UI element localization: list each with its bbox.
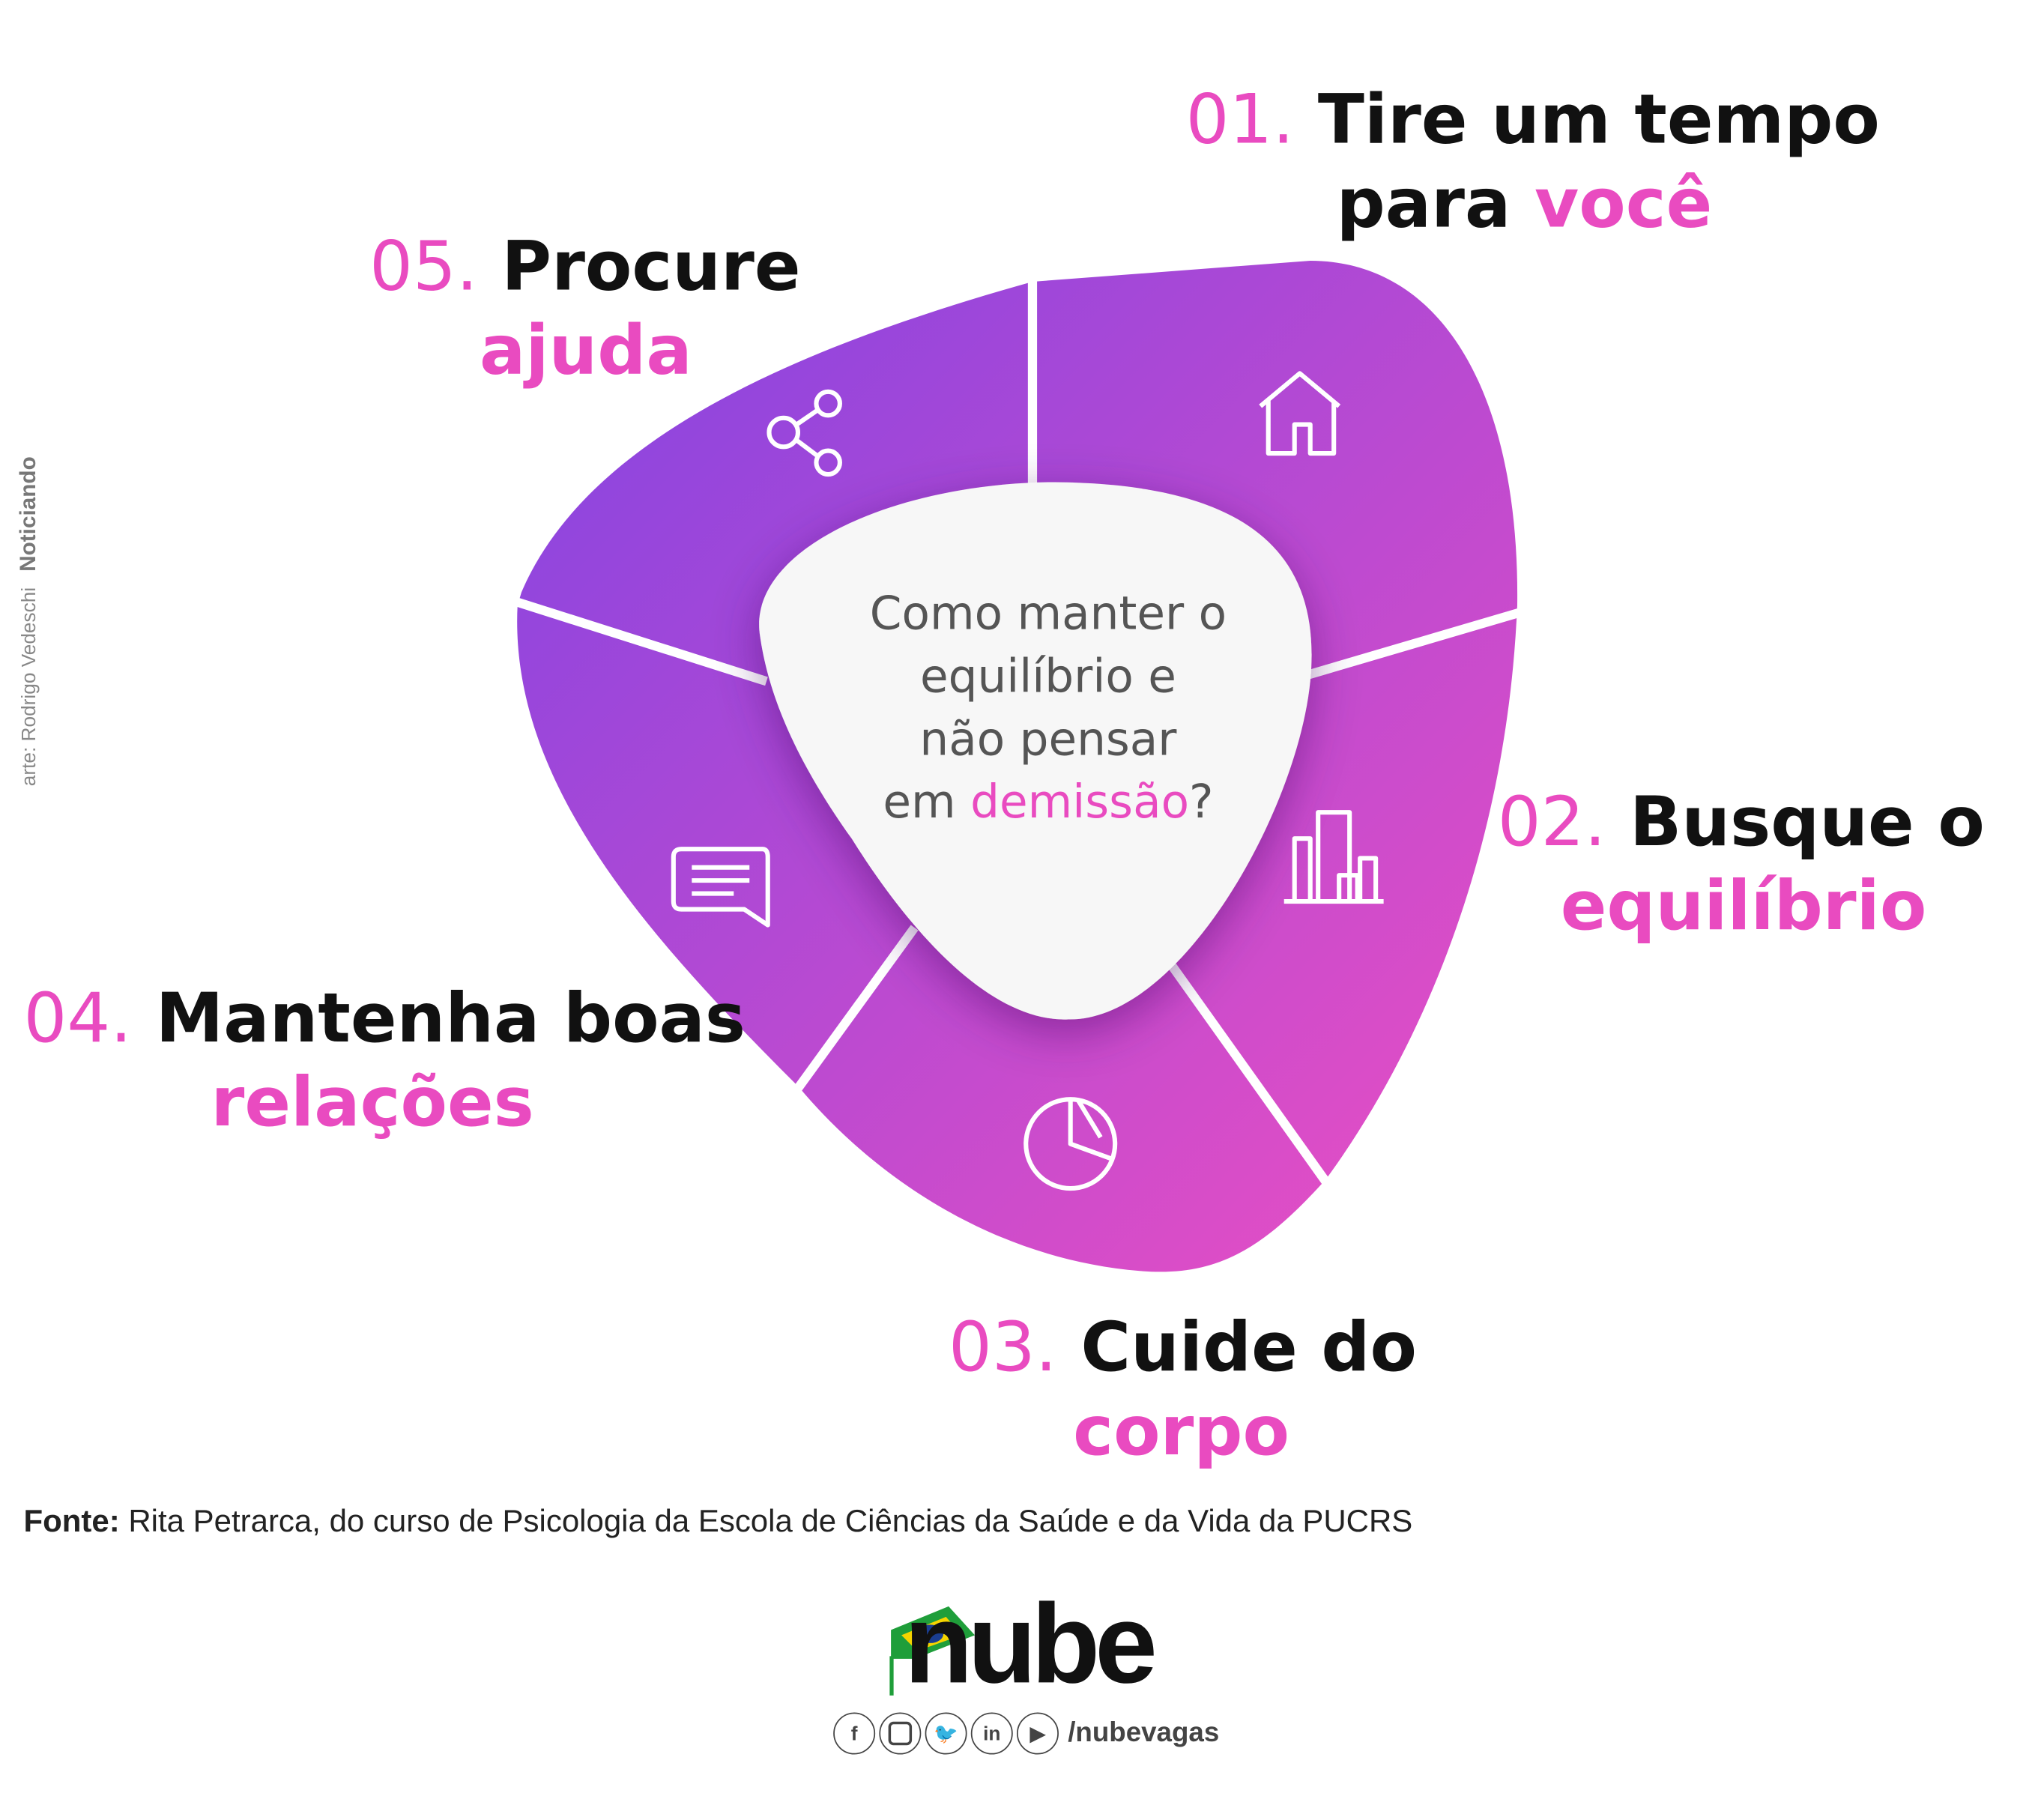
tip-highlight: equilíbrio [1560, 867, 1927, 946]
question-text: em [883, 776, 971, 829]
tip-05: 05. Procure ajuda [369, 226, 800, 393]
nube-logo: nube [904, 1581, 1158, 1708]
tip-highlight: corpo [1073, 1392, 1289, 1472]
tip-number: 01. [1185, 81, 1295, 160]
source-label: Fonte: [23, 1504, 120, 1540]
linkedin-icon[interactable]: in [970, 1712, 1013, 1755]
social-links: f 🐦 in ▶ /nubevagas [833, 1712, 1220, 1755]
tip-01: 01. Tire um tempo para você [1186, 79, 1880, 247]
art-credit: arte: Rodrigo Vedeschi Noticiando [16, 456, 42, 786]
tip-02: 02. Busque o equilíbrio [1498, 781, 1985, 949]
youtube-icon[interactable]: ▶ [1016, 1712, 1059, 1755]
tip-04: 04. Mantenha boas relações [23, 978, 746, 1146]
tip-title: Busque o [1630, 783, 1985, 862]
tip-number: 03. [949, 1308, 1057, 1388]
home-icon [1259, 371, 1341, 456]
social-handle[interactable]: /nubevagas [1068, 1717, 1220, 1748]
tip-title: Procure [501, 228, 801, 307]
question-line: Como manter o [869, 588, 1227, 641]
center-question: Como manter o equilíbrio e não pensar em… [812, 583, 1284, 835]
source-line: Fonte: Rita Petrarca, do curso de Psicol… [23, 1505, 1412, 1541]
tip-highlight: você [1534, 165, 1713, 244]
facebook-icon[interactable]: f [833, 1712, 876, 1755]
twitter-icon[interactable]: 🐦 [925, 1712, 967, 1755]
chat-icon [671, 847, 770, 928]
segment-dividers [510, 268, 1528, 1185]
noticiando-logo: Noticiando [15, 456, 41, 572]
tip-title: Tire um tempo [1317, 81, 1880, 160]
question-line: não pensar [919, 714, 1177, 767]
tip-title: Mantenha boas [155, 980, 746, 1059]
tip-highlight: relações [211, 1063, 534, 1143]
brazil-flag-cap-icon [889, 1606, 976, 1696]
buildings-icon [1283, 810, 1384, 904]
question-text: ? [1189, 776, 1214, 829]
question-line: em demissão? [812, 772, 1284, 835]
center-shape [759, 482, 1312, 1020]
instagram-icon[interactable] [879, 1712, 922, 1755]
share-icon [766, 389, 842, 477]
credit-text: arte: Rodrigo Vedeschi [18, 587, 41, 787]
tip-number: 02. [1497, 783, 1606, 862]
tip-title: para [1336, 165, 1535, 244]
tip-number: 05. [369, 228, 478, 307]
tip-title: Cuide do [1080, 1308, 1417, 1388]
tip-number: 04. [23, 980, 133, 1059]
question-highlight: demissão [970, 776, 1190, 829]
question-line: equilíbrio e [919, 651, 1176, 704]
source-text: Rita Petrarca, do curso de Psicologia da… [119, 1504, 1413, 1540]
tip-03: 03. Cuide do corpo [949, 1306, 1417, 1474]
tip-highlight: ajuda [480, 312, 692, 391]
pie-chart-icon [1023, 1097, 1118, 1191]
